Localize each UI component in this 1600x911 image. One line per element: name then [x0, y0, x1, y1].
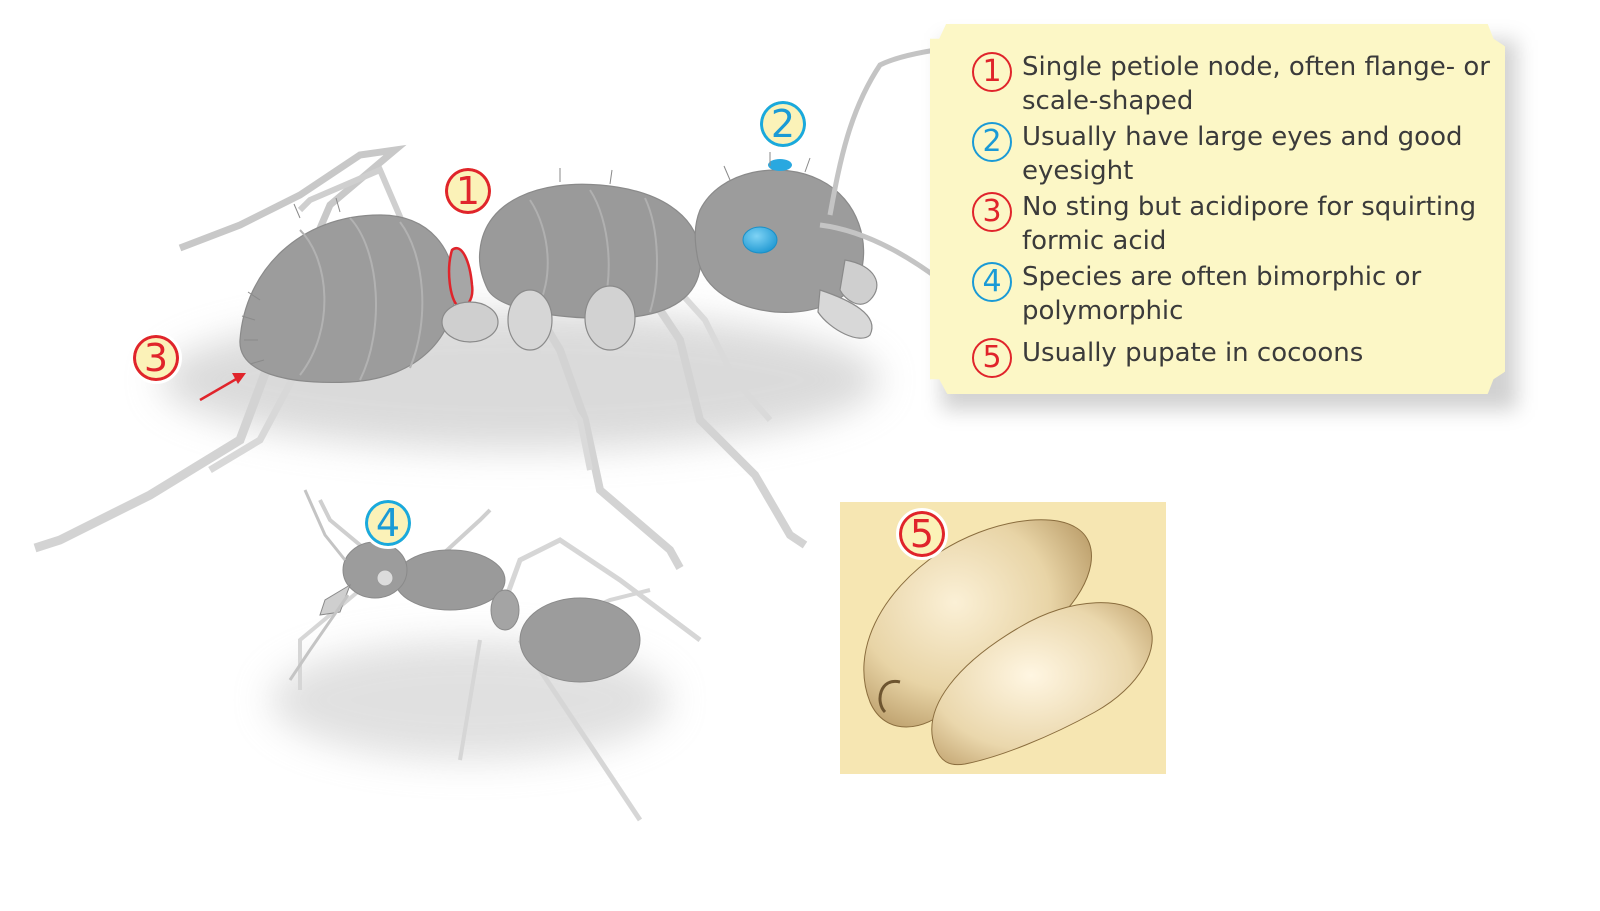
cocoon-image: [863, 519, 1153, 766]
legend-item-3: 3 No sting but acidipore for squirting f…: [972, 190, 1492, 258]
marker-cocoon-label: 5: [909, 512, 935, 556]
legend-number-2: 2: [972, 122, 1012, 162]
acidipore-arrow: [199, 373, 246, 402]
legend-item-1: 1 Single petiole node, often flange- or …: [972, 50, 1492, 118]
marker-acidipore-label: 3: [143, 336, 169, 380]
marker-eyes-label: 2: [770, 102, 796, 146]
legend-item-5: 5 Usually pupate in cocoons: [972, 336, 1492, 378]
legend-number-5: 5: [972, 338, 1012, 378]
legend-text-4: Species are often bimorphic or polymorph…: [1022, 262, 1422, 326]
legend-panel: 1 Single petiole node, often flange- or …: [930, 24, 1505, 394]
marker-acidipore: 3: [130, 332, 182, 384]
legend-text-2: Usually have large eyes and good eyesigh…: [1022, 122, 1463, 186]
legend-number-3: 3: [972, 192, 1012, 232]
legend-item-4: 4 Species are often bimorphic or polymor…: [972, 260, 1492, 328]
legend-text-5: Usually pupate in cocoons: [1022, 338, 1364, 368]
legend-text-3: No sting but acidipore for squirting for…: [1022, 192, 1477, 256]
legend-item-2: 2 Usually have large eyes and good eyesi…: [972, 120, 1492, 188]
large-ant: [33, 37, 1191, 570]
marker-eyes: 2: [757, 98, 809, 150]
legend-number-1: 1: [972, 52, 1012, 92]
marker-petiole: 1: [442, 165, 494, 217]
legend-text-1: Single petiole node, often flange- or sc…: [1022, 52, 1490, 116]
marker-cocoon: 5: [896, 508, 948, 560]
marker-polymorphism-label: 4: [375, 501, 401, 545]
small-ant: [288, 489, 702, 822]
marker-polymorphism: 4: [362, 497, 414, 549]
cocoon-photo-panel: 5: [840, 502, 1166, 774]
marker-petiole-label: 1: [455, 169, 481, 213]
legend-number-4: 4: [972, 262, 1012, 302]
